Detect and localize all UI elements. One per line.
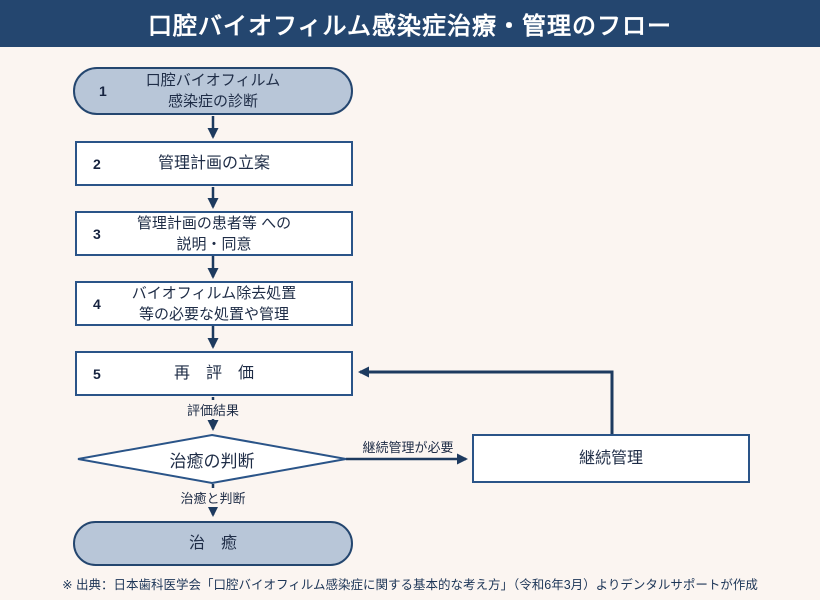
decision-label: 治癒の判断 — [169, 451, 255, 471]
flow-step-diagnosis: 1 口腔バイオフィルム 感染症の診断 — [73, 67, 353, 115]
step-label: 継続管理 — [578, 450, 643, 467]
step-label-line2: 感染症の診断 — [167, 93, 258, 110]
step-label-line2: 説明・同意 — [176, 235, 252, 253]
flow-step-planning: 2 管理計画の立案 — [75, 141, 353, 186]
step-label-line2: 等の必要な処置や管理 — [138, 305, 289, 323]
step-label: 再 評 価 — [173, 365, 254, 382]
step-label: 治 癒 — [188, 535, 237, 552]
step-label-line1: バイオフィルム除去処置 — [131, 284, 297, 302]
flow-step-biofilm-removal: 4 バイオフィルム除去処置 等の必要な処置や管理 — [75, 281, 353, 326]
step-number: 3 — [93, 225, 101, 242]
flow-step-explanation-consent: 3 管理計画の患者等 への 説明・同意 — [75, 211, 353, 256]
step-number: 1 — [99, 83, 107, 99]
step-label: 管理計画の立案 — [157, 155, 270, 172]
flow-step-continued-management: 継続管理 — [472, 434, 750, 483]
step-number: 4 — [93, 295, 101, 312]
source-note: ※ 出典：日本歯科医学会「口腔バイオフィルム感染症に関する基本的な考え方」（令和… — [62, 578, 758, 592]
arrow-continue-feedback — [358, 366, 614, 434]
step-label-line1: 口腔バイオフィルム — [145, 72, 281, 89]
edge-label-continue-needed: 継続管理が必要 — [362, 440, 454, 455]
flow-step-cured: 治 癒 — [73, 521, 353, 566]
flow-step-reevaluation: 5 再 評 価 — [75, 351, 353, 396]
edge-label-eval-result: 評価結果 — [182, 400, 244, 419]
step-number: 5 — [93, 365, 101, 382]
step-number: 2 — [93, 155, 101, 172]
title-bar: 口腔バイオフィルム感染症治療・管理のフロー — [0, 0, 820, 47]
page-title: 口腔バイオフィルム感染症治療・管理のフロー — [147, 13, 673, 40]
step-label-line1: 管理計画の患者等 への — [136, 214, 292, 232]
edge-label-judged-cured: 治癒と判断 — [176, 488, 250, 507]
